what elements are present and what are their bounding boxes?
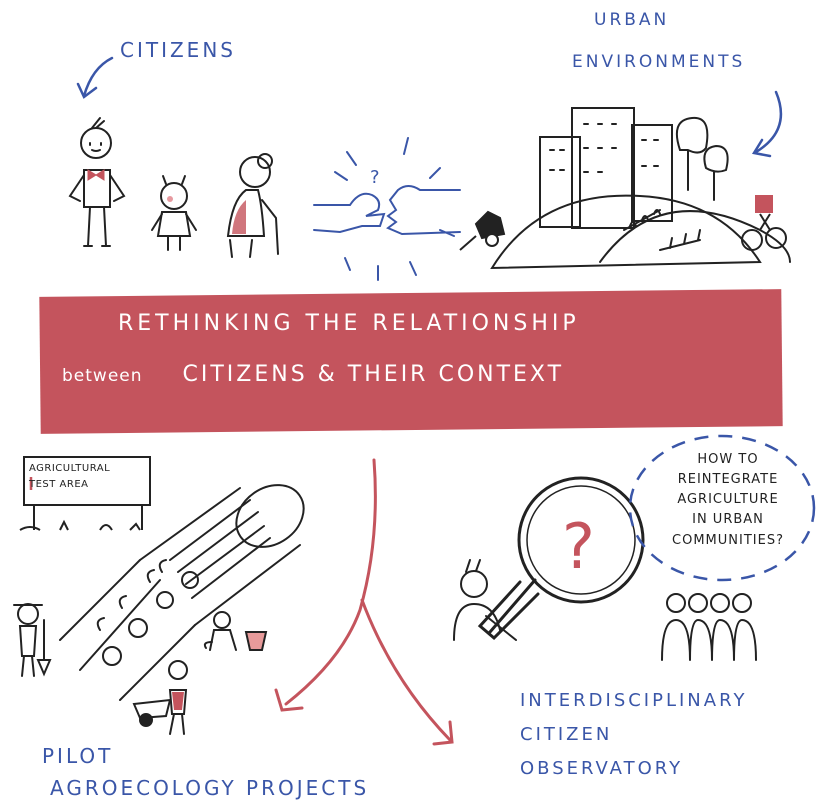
banner-line1: Rethinking the relationship <box>118 311 580 336</box>
handshake-icon <box>313 137 461 281</box>
cyclist-icon <box>741 195 787 251</box>
citizens-pointer-arrow <box>82 56 114 98</box>
magnifying-glass-icon <box>477 476 645 641</box>
urban-pointer-arrow <box>754 90 783 154</box>
sign-line1: Agricultural <box>29 463 111 474</box>
agricultural-test-area-sign <box>19 456 151 531</box>
sign-text: Agricultural Test area <box>29 461 147 493</box>
city-skyline-icon <box>490 107 791 270</box>
observer-figure-icon <box>453 559 517 641</box>
farmer-with-shovel-icon <box>13 603 52 677</box>
pilot-label-line1: Pilot <box>42 744 114 768</box>
urban-label-line1: Urban <box>594 10 670 30</box>
banner-between-word: between <box>62 366 143 386</box>
magnifier-question-mark: ? <box>562 510 595 583</box>
bubble-question: How to reintegrate agriculture in urban … <box>648 450 808 551</box>
question-line5: communities? <box>672 532 784 548</box>
question-line2: reintegrate <box>677 472 779 488</box>
observatory-label-line2: Citizen <box>520 724 613 745</box>
elderly-woman-icon <box>226 153 279 258</box>
man-figure-icon <box>68 117 126 247</box>
question-line3: agriculture <box>677 492 779 508</box>
urban-label-line2: Environments <box>572 52 746 72</box>
wheelbarrow-worker-icon <box>132 660 188 735</box>
handshake-question-mark: ? <box>370 167 380 188</box>
agroecology-field-icon <box>59 484 305 701</box>
bowtie-icon <box>87 169 105 181</box>
banner-citizens-context: Citizens & their context <box>182 362 565 387</box>
question-line4: in urban <box>692 512 764 528</box>
banner-line2: between Citizens & their context <box>62 362 564 387</box>
community-group-icon <box>661 593 757 661</box>
child-figure-icon <box>151 175 197 251</box>
tractor-icon <box>474 210 506 247</box>
citizens-label: Citizens <box>120 38 236 62</box>
pilot-label-line2: Agroecology Projects <box>50 776 370 800</box>
question-line1: How to <box>697 452 759 467</box>
question-thought-bubble <box>628 434 816 582</box>
branching-arrow-icon <box>274 458 454 746</box>
sign-line2: Test area <box>29 479 89 490</box>
observatory-label-line1: Interdisciplinary <box>520 690 748 711</box>
gardener-with-bucket-icon <box>203 611 237 651</box>
observatory-label-line3: Observatory <box>520 758 684 779</box>
